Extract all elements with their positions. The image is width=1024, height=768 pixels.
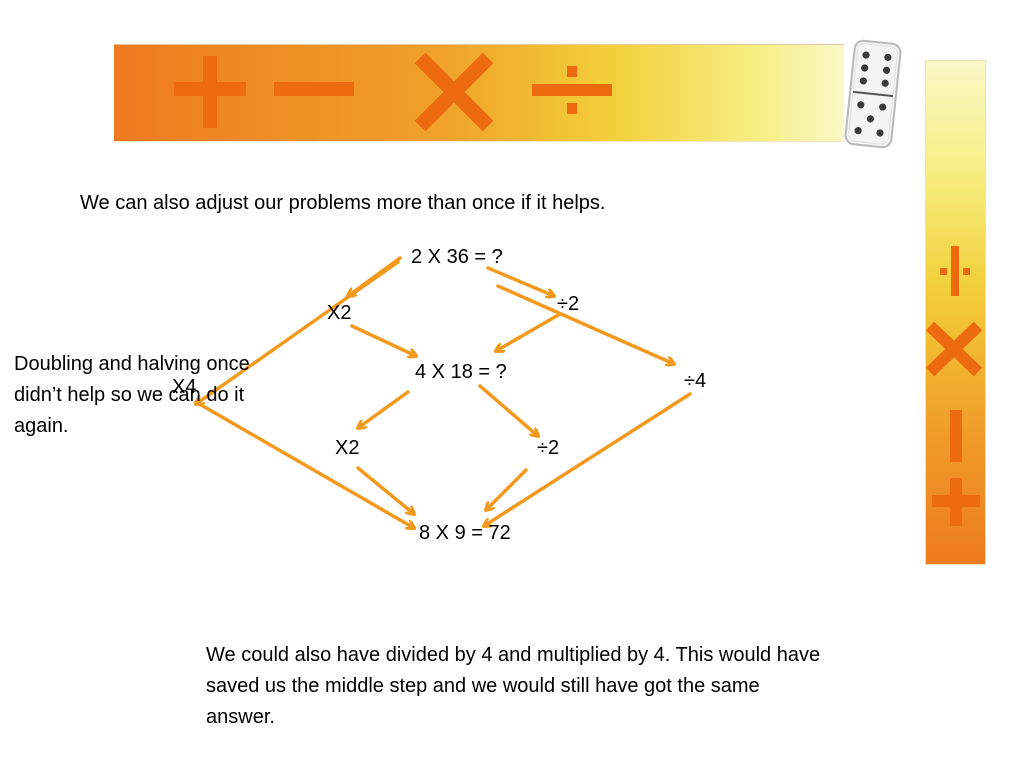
plus-icon bbox=[174, 56, 246, 128]
arrow-top-to-x2 bbox=[348, 256, 402, 296]
arrow-div2-to-bottom bbox=[486, 468, 528, 510]
label-x2-lower: X2 bbox=[335, 437, 360, 459]
label-div2-lower: ÷2 bbox=[537, 437, 560, 459]
label-div4: ÷4 bbox=[684, 370, 707, 392]
arrow-top-to-div4 bbox=[496, 284, 674, 364]
equation-top: 2 X 36 = ? bbox=[411, 246, 503, 268]
arrow-middle-to-x2 bbox=[358, 390, 410, 428]
bottom-note: We could also have divided by 4 and mult… bbox=[206, 644, 821, 728]
arrow-div2-to-middle bbox=[496, 312, 562, 351]
arrow-div4-to-bottom bbox=[484, 392, 692, 526]
header-banner-border bbox=[114, 44, 844, 142]
left-note: Doubling and halving once didn’t help so… bbox=[14, 353, 250, 437]
minus-icon bbox=[274, 82, 354, 96]
arrow-x4-to-bottom bbox=[194, 400, 414, 528]
side-divide-icon bbox=[940, 246, 970, 296]
side-times-icon bbox=[925, 321, 983, 377]
arrow-middle-to-div2 bbox=[478, 384, 538, 436]
times-icon bbox=[414, 52, 494, 132]
domino-icon bbox=[844, 39, 902, 149]
label-div2-upper: ÷2 bbox=[557, 293, 580, 315]
side-minus-icon bbox=[950, 410, 962, 462]
divide-icon bbox=[532, 66, 612, 114]
side-banner-border bbox=[925, 60, 986, 565]
intro-text: We can also adjust our problems more tha… bbox=[80, 192, 606, 214]
side-plus-icon bbox=[932, 478, 980, 526]
equation-bottom: 8 X 9 = 72 bbox=[419, 522, 511, 544]
arrow-top-to-div2 bbox=[486, 266, 554, 296]
arrow-x2-to-middle bbox=[350, 324, 416, 356]
arrow-x2-to-bottom bbox=[356, 466, 414, 514]
label-x4: X4 bbox=[172, 376, 197, 398]
label-x2-upper: X2 bbox=[327, 302, 352, 324]
equation-middle: 4 X 18 = ? bbox=[415, 361, 507, 383]
